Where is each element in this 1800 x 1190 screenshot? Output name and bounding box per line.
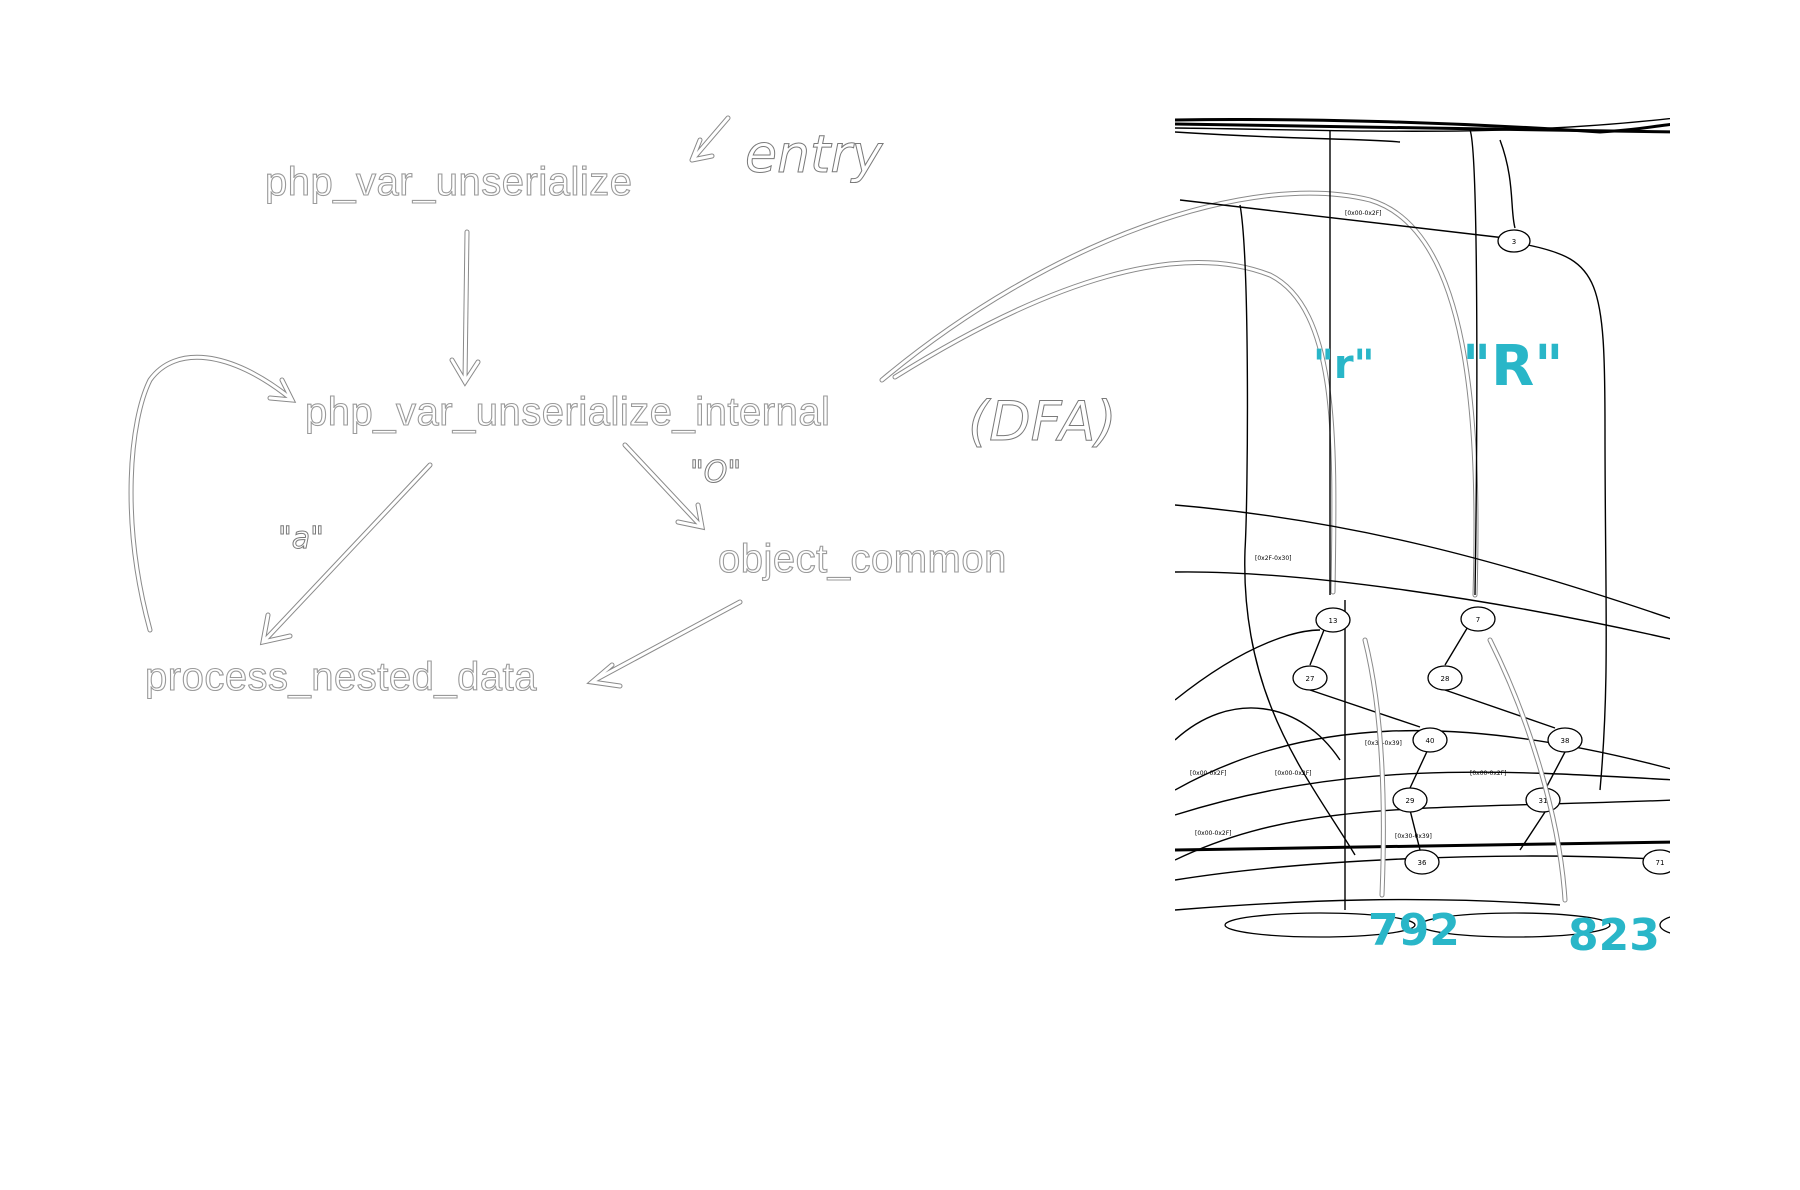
svg-text:3: 3	[1512, 238, 1516, 246]
annotation-edge-o: "O"	[690, 455, 741, 490]
svg-text:[0x00-0x2F]: [0x00-0x2F]	[1275, 770, 1312, 777]
annotation-target-792: 792	[1368, 905, 1460, 956]
svg-text:[0x00-0x2F]: [0x00-0x2F]	[1190, 770, 1227, 777]
svg-text:40: 40	[1426, 737, 1435, 745]
call-graph: php_var_unserialize php_var_unserialize_…	[128, 115, 1479, 700]
svg-text:28: 28	[1441, 675, 1450, 683]
svg-text:[0x00-0x2F]: [0x00-0x2F]	[1345, 210, 1382, 217]
svg-text:71: 71	[1656, 859, 1665, 867]
svg-text:13: 13	[1329, 617, 1338, 625]
annotation-edge-a: "a"	[278, 521, 324, 556]
node-php-var-unserialize: php_var_unserialize	[265, 160, 633, 204]
svg-text:7: 7	[1476, 616, 1480, 624]
dfa-target-arrows	[1362, 637, 1568, 903]
svg-text:[0x2F-0x30]: [0x2F-0x30]	[1255, 555, 1292, 562]
svg-text:38: 38	[1561, 737, 1570, 745]
call-arrows	[128, 115, 1479, 689]
node-object-common: object_common	[718, 537, 1007, 581]
svg-text:[0x30-0x39]: [0x30-0x39]	[1395, 833, 1432, 840]
node-process-nested-data: process_nested_data	[145, 655, 537, 699]
svg-text:36: 36	[1418, 859, 1427, 867]
svg-text:27: 27	[1306, 675, 1315, 683]
svg-text:[0x30-0x39]: [0x30-0x39]	[1365, 740, 1402, 747]
svg-text:[0x00-0x2F]: [0x00-0x2F]	[1195, 830, 1232, 837]
annotation-edge-r-upper: "R"	[1462, 334, 1563, 399]
svg-text:31: 31	[1539, 797, 1548, 805]
svg-text:[0x00-0x2F]: [0x00-0x2F]	[1470, 770, 1507, 777]
annotation-target-823: 823	[1568, 910, 1660, 961]
dfa-graph: 3 13 7 27 28 40 38 29 31 36 71 [0x00-0x2…	[1175, 118, 1670, 938]
svg-text:29: 29	[1406, 797, 1415, 805]
node-php-var-unserialize-internal: php_var_unserialize_internal	[305, 390, 830, 434]
annotation-entry: entry	[745, 125, 884, 185]
annotation-dfa: (DFA)	[968, 390, 1117, 453]
annotation-edge-r-lower: "r"	[1313, 342, 1374, 388]
